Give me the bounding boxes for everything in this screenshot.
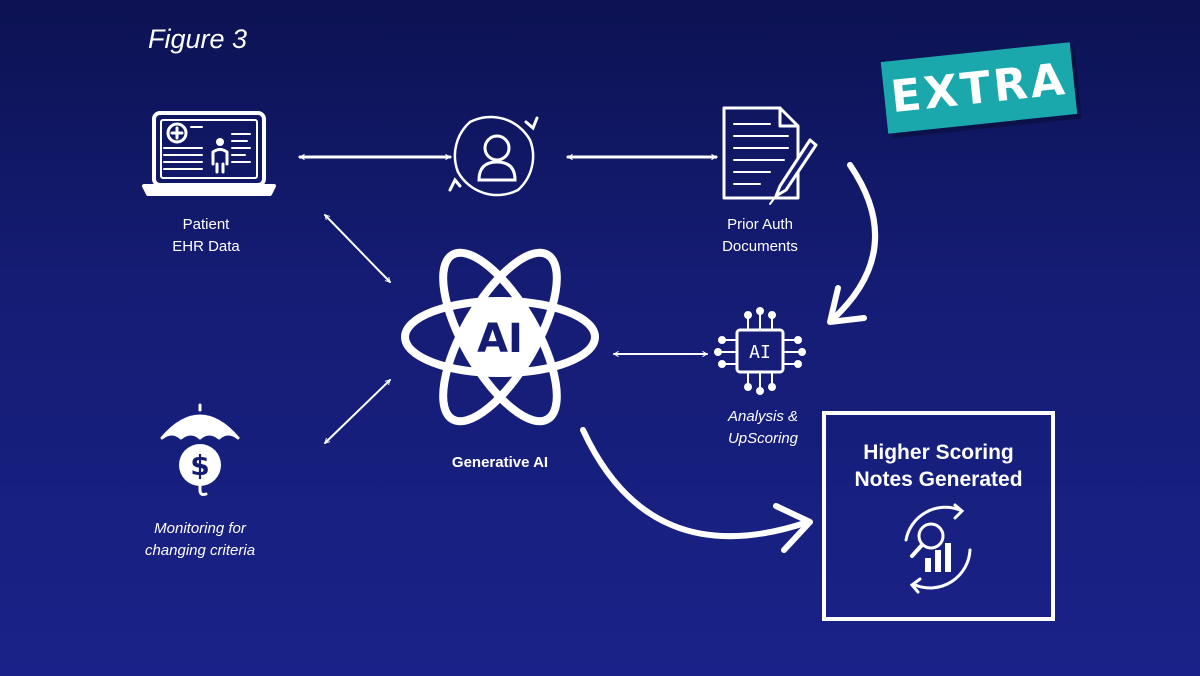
- chip-text: AI: [749, 342, 771, 363]
- analysis-label: Analysis & UpScoring: [703, 406, 823, 450]
- curve-arrow-head-2: [773, 503, 813, 553]
- svg-text:$: $: [190, 449, 209, 482]
- prior-auth-label: Prior Auth Documents: [700, 214, 820, 258]
- curve-arrow-head-1: [827, 285, 867, 325]
- output-box: Higher Scoring Notes Generated: [822, 411, 1055, 621]
- curve-arrow-ai-output: [580, 427, 811, 540]
- generative-ai-label-text: Generative AI: [451, 454, 549, 471]
- umbrella-dollar-icon: $: [160, 403, 240, 496]
- atom-ai-icon: AI: [401, 248, 599, 426]
- laptop-ehr-icon: [142, 111, 276, 196]
- patient-label-line2: EHR Data: [172, 238, 240, 255]
- user-sync-icon: [448, 115, 539, 197]
- output-title-line2: Notes Generated: [854, 468, 1023, 491]
- prior-auth-label-line1: Prior Auth: [727, 216, 793, 233]
- curve-arrow-priorauth-analysis: [829, 162, 879, 323]
- figure-title: Figure 3: [148, 24, 248, 54]
- output-title: Higher Scoring Notes Generated: [826, 439, 1051, 493]
- monitoring-label: Monitoring for changing criteria: [125, 518, 275, 562]
- analysis-label-line1: Analysis &: [727, 408, 799, 425]
- patient-label: Patient EHR Data: [146, 214, 266, 258]
- arrow-patient-ai: [324, 214, 391, 283]
- patient-label-line1: Patient: [182, 216, 230, 233]
- ai-chip-icon: AI: [714, 307, 806, 395]
- document-pen-icon: [722, 106, 818, 205]
- prior-auth-label-line2: Documents: [722, 238, 798, 255]
- monitoring-label-line2: changing criteria: [144, 542, 256, 559]
- monitoring-label-line1: Monitoring for: [154, 520, 246, 537]
- extra-badge-text: EXTRA: [888, 53, 1070, 123]
- output-title-line1: Higher Scoring: [863, 441, 1014, 464]
- arrow-monitoring-ai: [324, 379, 391, 444]
- generative-ai-label: Generative AI: [430, 452, 570, 474]
- analytics-cycle-icon: [904, 503, 972, 594]
- atom-core-text: AI: [477, 316, 523, 362]
- analysis-label-line2: UpScoring: [727, 430, 799, 447]
